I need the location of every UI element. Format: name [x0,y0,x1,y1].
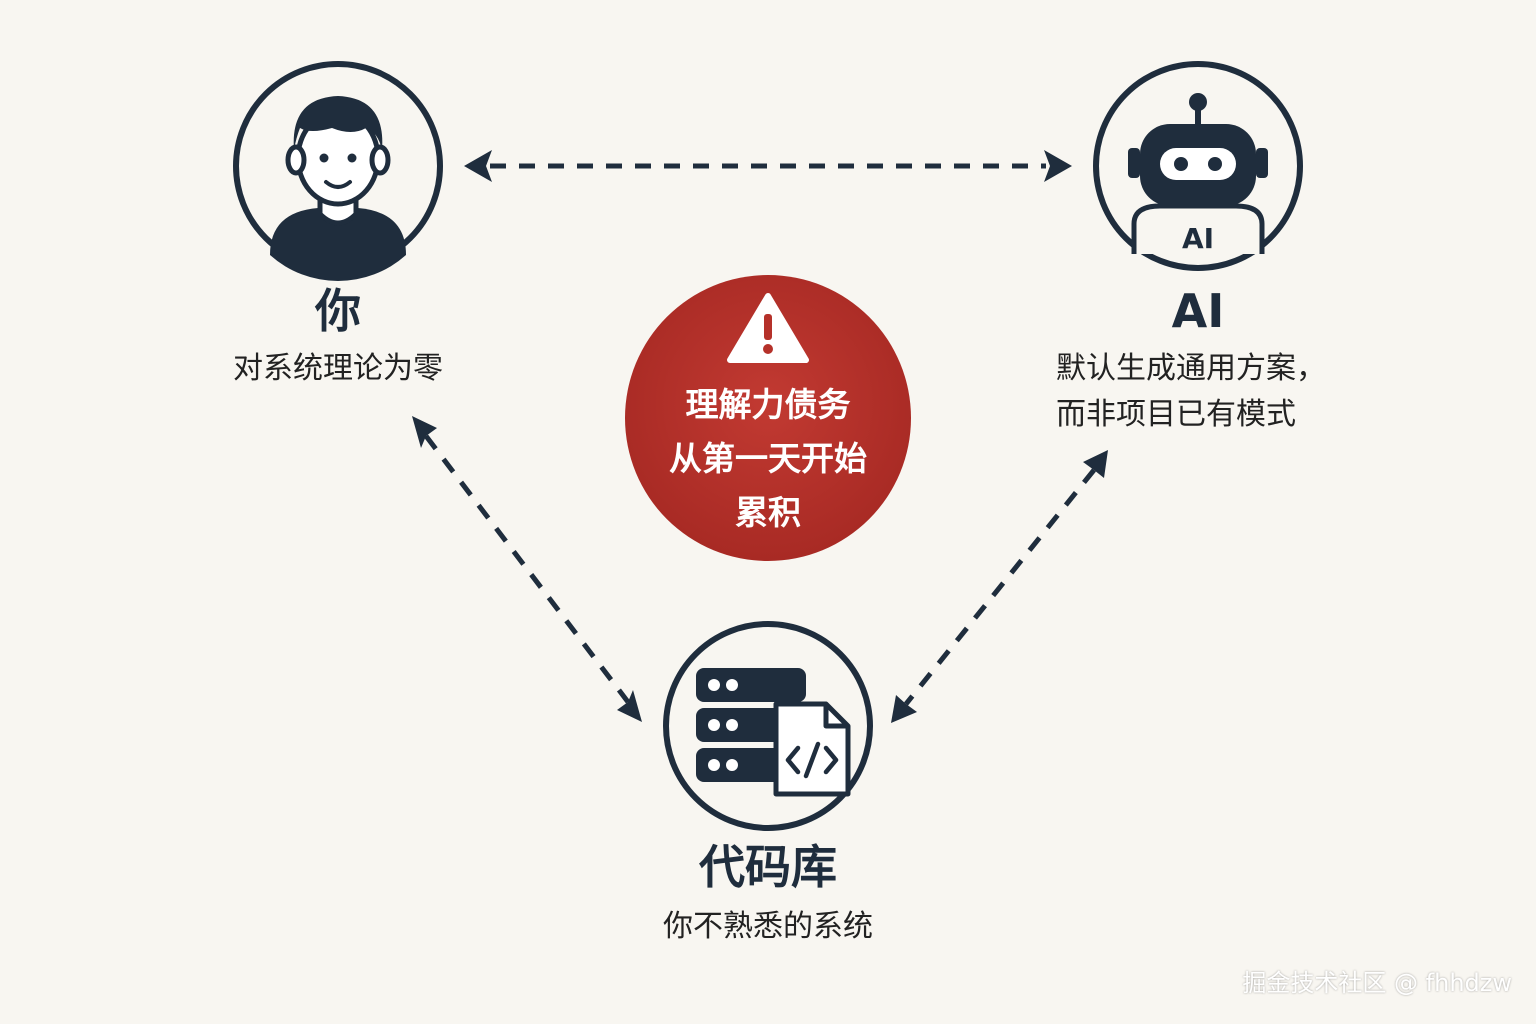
node-codebase-desc: 你不熟悉的系统 [663,909,873,944]
node-codebase-label: 代码库 你不熟悉的系统 [568,840,968,950]
robot-icon: AI [1128,93,1268,255]
edge-you-codebase [412,416,642,722]
node-ai-title: AI [1171,284,1225,338]
debt-warning-line-2: 从第一天开始 [669,439,867,478]
edge-ai-codebase [891,450,1108,723]
node-you [233,61,443,281]
warning-icon [727,293,809,363]
node-ai-desc-line1: 默认生成通用方案， [1056,351,1326,386]
node-ai-desc-line2: 而非项目已有模式 [1056,397,1296,432]
ai-badge-text: AI [1182,222,1214,255]
watermark: 掘金技术社区 @ fhhdzw [1242,969,1512,997]
node-ai: AI [1093,61,1303,271]
debt-warning-line-1: 理解力债务 [685,385,851,424]
server-code-icon [696,668,851,797]
debt-warning-text: 理解力债务 从第一天开始 累积 [626,378,910,540]
node-ai-label: AI 默认生成通用方案， 而非项目已有模式 [1020,284,1376,438]
debt-warning-circle [625,275,911,561]
node-you-label: 你 对系统理论为零 [188,284,488,392]
node-codebase [663,621,873,831]
person-icon [270,96,406,281]
node-codebase-title: 代码库 [699,840,837,894]
debt-warning-line-3: 累积 [735,493,801,532]
node-you-desc: 对系统理论为零 [233,351,443,386]
edge-you-ai [464,150,1072,182]
node-you-title: 你 [315,284,361,338]
